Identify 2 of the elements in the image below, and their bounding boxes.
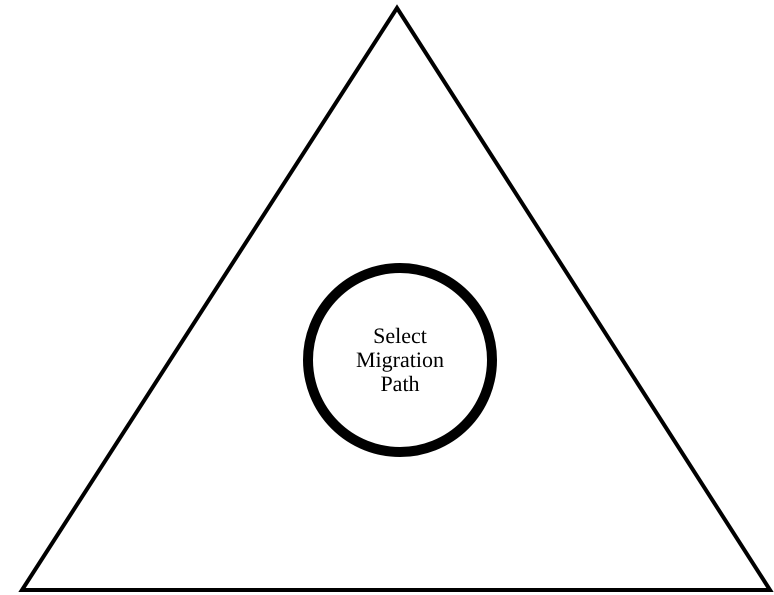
circle-label: Select Migration Path [355,324,445,396]
process-circle [303,263,497,457]
